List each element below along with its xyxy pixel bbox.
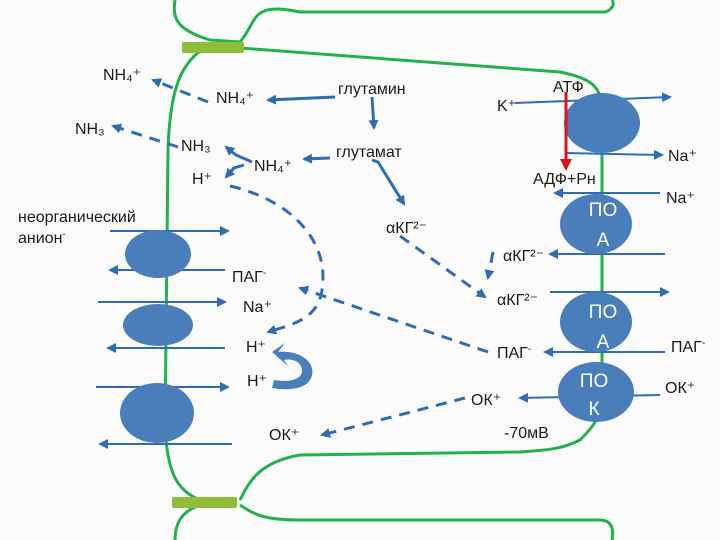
transporter-anion (125, 230, 191, 278)
label-ok-mid: ОК⁺ (471, 392, 501, 409)
label-akg-top: αКГ²⁻ (386, 220, 427, 237)
channel-poa-2 (560, 292, 632, 352)
label-ok-right: ОК⁺ (665, 380, 695, 397)
label-anion-line1: неорганический (18, 209, 136, 226)
h-recycling-arrow (272, 343, 313, 390)
channel-poa-1-label-2: А (597, 230, 610, 251)
label-h-left-1: H⁺ (246, 339, 266, 356)
label-pag-left: ПАГ- (232, 268, 266, 286)
label-nh3-in: NH₃ (181, 138, 211, 155)
label-ok-left: ОК⁺ (269, 427, 299, 444)
transporter-na-h (123, 304, 193, 346)
label-glutamine: глутамин (338, 81, 406, 98)
channel-pok-label-2: К (588, 399, 599, 420)
label-k: K⁺ (497, 98, 516, 115)
tight-junction-bottom (172, 497, 237, 508)
label-pag-right: ПАГ- (671, 338, 705, 356)
label-nh3-out: NH₃ (75, 121, 105, 138)
channel-pok (558, 362, 634, 422)
label-nh4-out: NH₄⁺ (103, 67, 141, 84)
label-atp: АТФ (553, 79, 584, 96)
metabolic-arrows (224, 94, 406, 206)
diffusion-dashed-arrows (111, 78, 495, 438)
label-h-left-2: H⁺ (247, 373, 267, 390)
label-adp: АДФ+Рн (533, 171, 596, 188)
label-na-right-1: Na⁺ (668, 148, 697, 165)
label-akg-right: αКГ²⁻ (503, 248, 544, 265)
label-akg-mid: αКГ²⁻ (497, 292, 538, 309)
left-transporters (96, 226, 232, 449)
label-glutamate: глутамат (336, 144, 402, 161)
label-na-left: Na⁺ (243, 299, 272, 316)
channel-pok-label-1: ПО (580, 371, 608, 392)
label-voltage: -70мВ (504, 425, 549, 442)
channel-poa-1-label-1: ПО (589, 200, 617, 221)
channel-poa-1 (560, 194, 632, 254)
channel-poa-2-label-1: ПО (589, 302, 617, 323)
cell-membrane (163, 0, 615, 540)
label-nh4-mid: NH₄⁺ (216, 90, 254, 107)
label-pag-mid: ПАГ- (497, 344, 531, 362)
label-h-in: H⁺ (192, 171, 212, 188)
tight-junction-top (182, 42, 244, 53)
transporter-ok (120, 383, 194, 443)
right-transporters: ПО А ПО А ПО К (514, 92, 672, 422)
label-nh4-in: NH₄⁺ (254, 158, 292, 175)
label-anion-line2: анион- (18, 229, 66, 247)
label-na-right-2: Na⁺ (666, 190, 695, 207)
channel-poa-2-label-2: А (597, 332, 610, 353)
na-k-atpase (564, 93, 640, 153)
